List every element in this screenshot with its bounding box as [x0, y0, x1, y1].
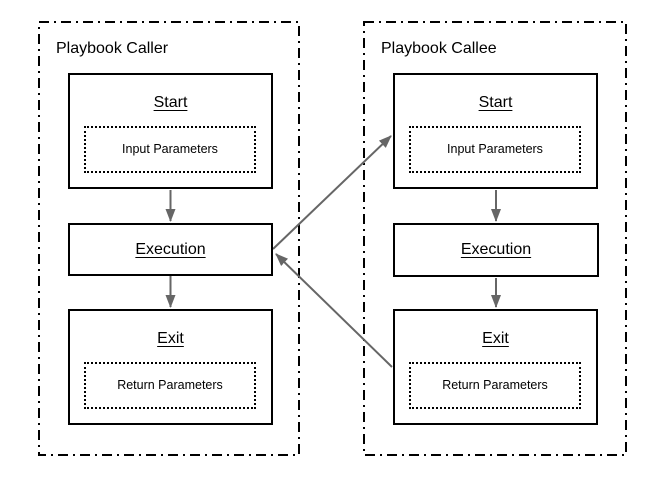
callee-container-title: Playbook Callee [381, 40, 497, 57]
caller-return-parameters-label: Return Parameters [117, 378, 223, 392]
node-caller-exit: Exit Return Parameters [68, 309, 273, 425]
node-callee-execution: Execution [393, 223, 599, 277]
caller-container-title: Playbook Caller [56, 40, 169, 57]
node-callee-exit: Exit Return Parameters [393, 309, 598, 425]
callee-input-parameters-box: Input Parameters [409, 126, 581, 173]
caller-execution-title: Execution [135, 240, 206, 258]
caller-return-parameters-box: Return Parameters [84, 362, 256, 409]
caller-input-parameters-box: Input Parameters [84, 126, 256, 173]
edge-callee-exit-to-caller-execution [275, 253, 393, 368]
callee-exit-title: Exit [482, 330, 509, 347]
node-caller-execution: Execution [68, 223, 273, 276]
node-caller-start: Start Input Parameters [68, 73, 273, 189]
callee-start-title: Start [478, 94, 513, 111]
caller-container-border [38, 21, 300, 456]
callee-return-parameters-box: Return Parameters [409, 362, 581, 409]
callee-execution-title: Execution [460, 241, 532, 258]
caller-input-parameters-label: Input Parameters [122, 142, 218, 156]
caller-exit-title: Exit [157, 330, 184, 347]
callee-return-parameters-label: Return Parameters [442, 378, 548, 392]
callee-input-parameters-label: Input Parameters [447, 142, 543, 156]
edge-caller-execution-to-callee-start [272, 135, 392, 250]
caller-start-title: Start [153, 94, 188, 111]
callee-container-border [363, 21, 627, 456]
node-callee-start: Start Input Parameters [393, 73, 598, 189]
